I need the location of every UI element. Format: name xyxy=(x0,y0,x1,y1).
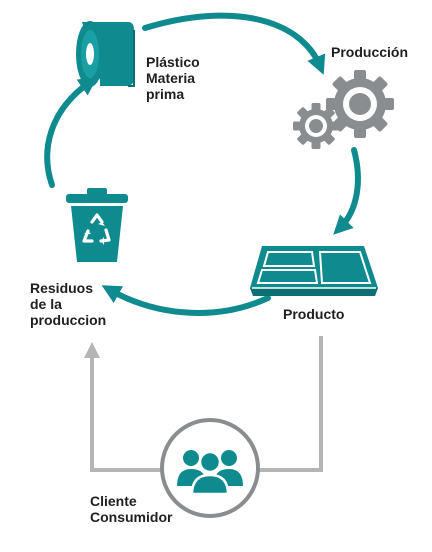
people-group-icon xyxy=(160,418,260,518)
label-waste-line-3: produccion xyxy=(30,312,107,328)
label-waste-line-1: Residuos xyxy=(30,280,94,296)
label-production: Producción xyxy=(331,44,409,60)
arrow-product-to-waste xyxy=(101,285,271,316)
label-raw-material: Plástico Materia prima xyxy=(146,54,200,102)
paper-roll-icon xyxy=(76,21,135,87)
label-consumer-line-1: Cliente xyxy=(90,493,137,509)
label-consumer-line-2: Consumidor xyxy=(90,509,173,525)
arrow-production-to-product xyxy=(333,147,361,235)
label-consumer: Cliente Consumidor xyxy=(90,493,172,525)
label-raw-material-line-3: prima xyxy=(146,86,185,102)
label-product: Producto xyxy=(283,306,345,322)
arrow-product-to-consumer xyxy=(258,336,323,472)
label-waste: Residuos de la produccion xyxy=(30,280,106,328)
label-raw-material-line-1: Plástico xyxy=(146,54,200,70)
food-tray-icon xyxy=(250,246,378,296)
arrow-raw-to-production xyxy=(142,12,326,75)
arrow-waste-to-raw xyxy=(44,76,98,188)
label-raw-material-line-2: Materia xyxy=(146,70,196,86)
recycle-bin-icon xyxy=(66,188,128,262)
gears-icon xyxy=(293,70,394,149)
arrow-consumer-to-waste xyxy=(84,342,162,472)
label-waste-line-2: de la xyxy=(30,296,62,312)
